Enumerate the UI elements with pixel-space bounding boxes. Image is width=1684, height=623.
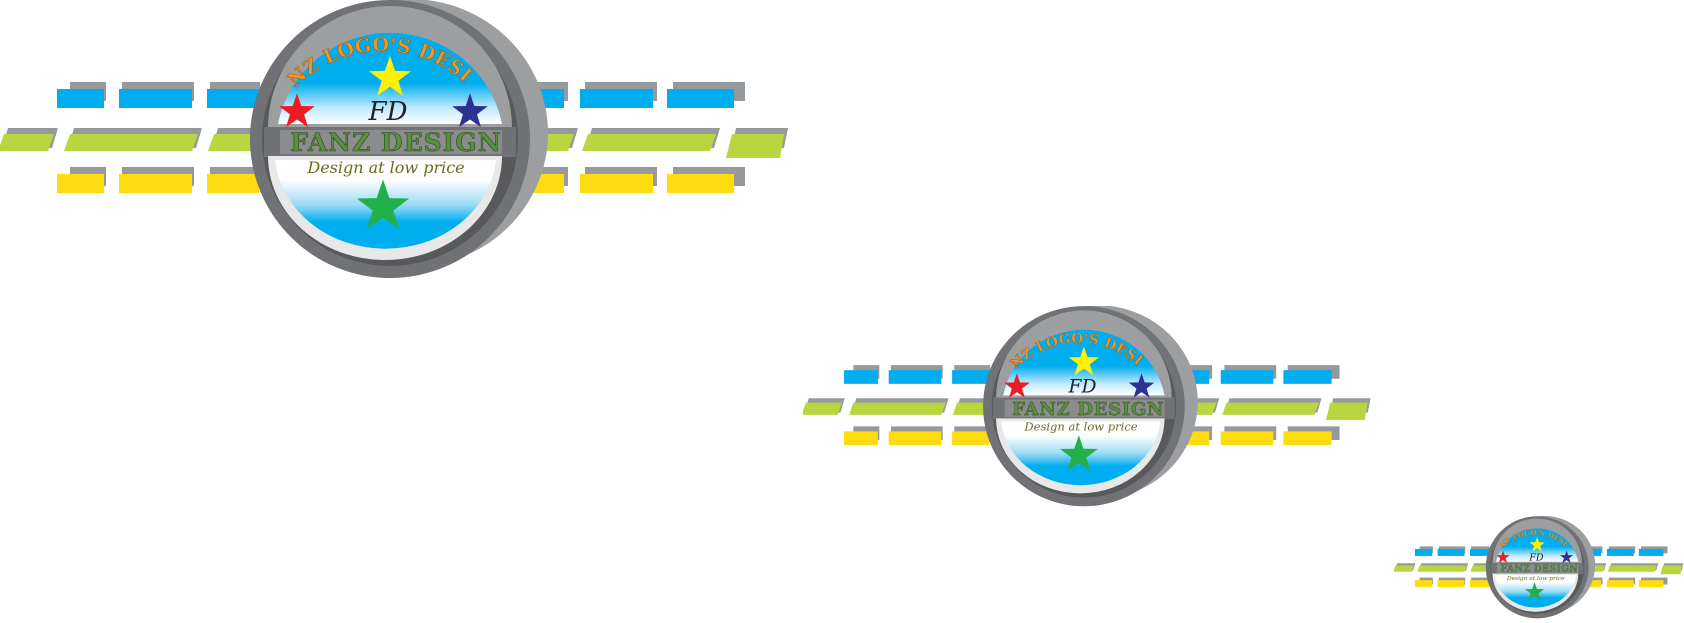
logo-small: FANZ LOGO'S DESIGN FD FANZ DESIGN Design… — [1394, 516, 1684, 619]
logo-graphic: FANZ LOGO'S DESIGN FD FANZ DESIGN Design… — [1394, 516, 1684, 619]
brand-name: FANZ DESIGN — [290, 128, 501, 157]
monogram: FD — [1067, 376, 1096, 397]
tagline: Design at low price — [1023, 420, 1137, 434]
monogram: FD — [1528, 552, 1544, 563]
green-stripe-row — [803, 398, 1371, 420]
ring-badge — [250, 0, 548, 278]
yellow-stripe-row — [1414, 577, 1668, 588]
logo-graphic: FANZ LOGO'S DESIGN FD FANZ DESIGN Design… — [803, 306, 1371, 507]
brand-name: FANZ DESIGN — [1501, 564, 1578, 575]
yellow-stripe-row — [844, 426, 1340, 446]
monogram: FD — [368, 97, 408, 127]
ring-badge — [1485, 516, 1596, 619]
green-stripe-row — [1394, 563, 1684, 575]
logo-medium: FANZ LOGO'S DESIGN FD FANZ DESIGN Design… — [803, 306, 1371, 507]
ring-badge — [983, 306, 1198, 507]
tagline: Design at low price — [1506, 576, 1565, 582]
tagline: Design at low price — [306, 158, 464, 177]
brand-name: FANZ DESIGN — [1012, 399, 1164, 420]
logo-large: FANZ LOGO'S DESIGN FD FANZ DESIGN Design… — [0, 0, 788, 278]
logo-graphic: FANZ LOGO'S DESIGN FD FANZ DESIGN Design… — [0, 0, 788, 278]
